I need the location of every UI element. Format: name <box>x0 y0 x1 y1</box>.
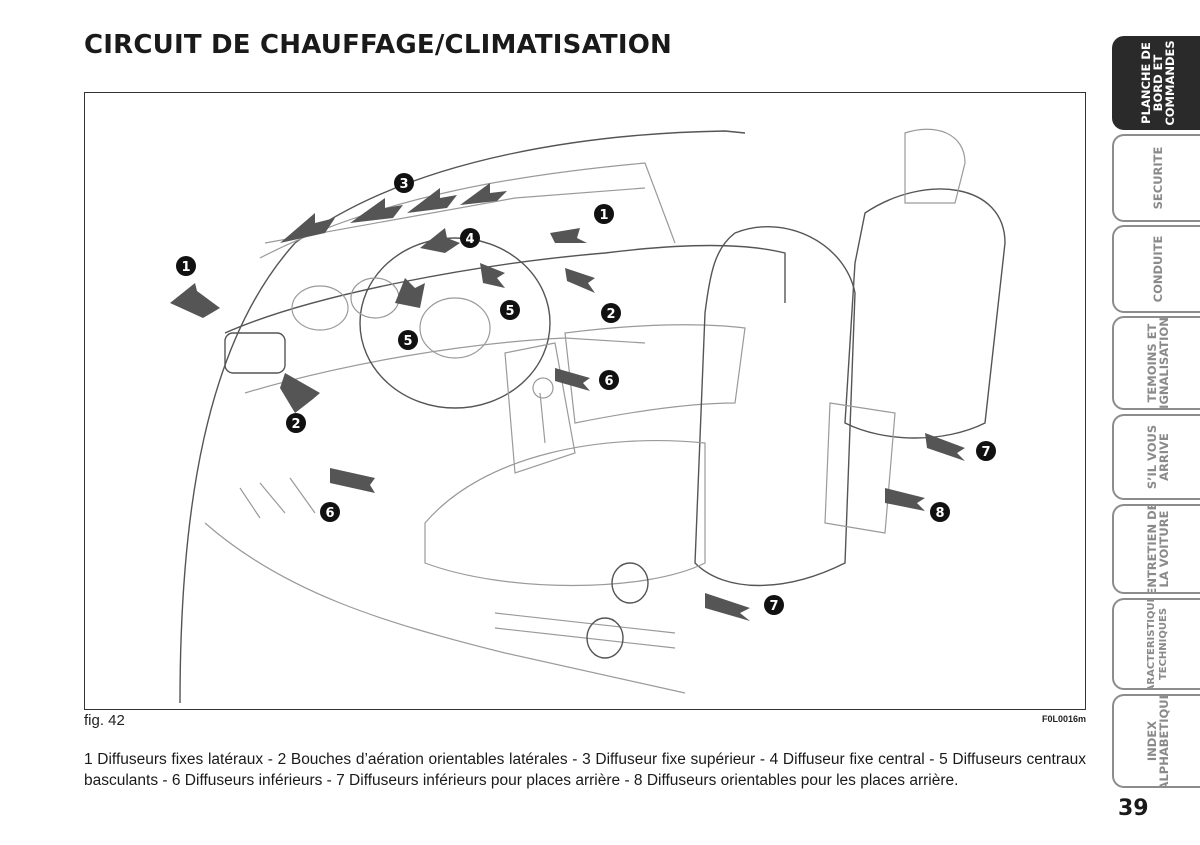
arrow-central-right <box>480 263 505 288</box>
steering-hub <box>419 297 491 359</box>
callout-6-left: 6 <box>320 502 340 522</box>
callout-5-left: 5 <box>398 330 418 350</box>
glovebox <box>564 324 746 424</box>
arrow-left-lower <box>280 373 320 413</box>
tab-temoins[interactable]: TEMOINS ET SIGNALISATIONS <box>1112 316 1200 410</box>
svg-text:3: 3 <box>399 177 408 192</box>
callout-8: 8 <box>930 502 950 522</box>
rear-console <box>824 402 896 534</box>
svg-text:7: 7 <box>981 445 990 460</box>
tab-label: PLANCHE DE BORD ET COMMANDES <box>1139 40 1177 126</box>
svg-text:2: 2 <box>291 417 300 432</box>
gauge-left <box>291 285 349 331</box>
figure-caption: fig. 42 <box>84 712 125 729</box>
page-title: CIRCUIT DE CHAUFFAGE/CLIMATISATION <box>84 30 672 60</box>
arrow-floor-front <box>330 468 375 493</box>
left-side-vent <box>224 332 286 374</box>
callout-2-right: 2 <box>601 303 621 323</box>
tab-sil-vous-arrive[interactable]: S’IL VOUS ARRIVE <box>1112 414 1200 500</box>
figure-illustration: 1 1 2 2 3 4 5 5 6 6 7 7 8 <box>84 92 1086 710</box>
svg-text:6: 6 <box>604 374 613 389</box>
gauge-right <box>350 277 400 319</box>
callout-7-lower: 7 <box>764 595 784 615</box>
callout-4: 4 <box>460 228 480 248</box>
tab-label: TEMOINS ET SIGNALISATIONS <box>1145 316 1171 410</box>
tab-entretien[interactable]: ENTRETIEN DE LA VOITURE <box>1112 504 1200 594</box>
page-number: 39 <box>1118 796 1149 821</box>
front-seat-cushion <box>424 439 706 587</box>
rear-headrest <box>904 128 966 204</box>
arrow-floor-passenger <box>555 368 590 391</box>
seat-knob <box>611 562 649 604</box>
figure-legend: 1 Diffuseurs fixes latéraux - 2 Bouches … <box>84 751 1086 789</box>
seat-rail <box>494 612 676 649</box>
arrow-defrost-4 <box>460 183 507 205</box>
svg-text:4: 4 <box>465 232 474 247</box>
seat-knob-lower <box>586 617 624 659</box>
tab-index[interactable]: INDEX ALPHABETIQUE <box>1112 694 1200 788</box>
callout-1-right: 1 <box>594 204 614 224</box>
arrow-defrost-2 <box>350 198 403 223</box>
callout-6-right: 6 <box>599 370 619 390</box>
tab-caracteristiques[interactable]: CARACTERISTIQUES TECHNIQUES <box>1112 598 1200 690</box>
tab-label: INDEX ALPHABETIQUE <box>1145 694 1171 788</box>
arrow-right-lower <box>565 268 595 293</box>
door-frame <box>179 130 746 704</box>
arrow-right-side <box>550 228 587 243</box>
svg-text:5: 5 <box>505 304 514 319</box>
airflow-arrows <box>170 183 965 621</box>
arrow-rear-vent <box>885 488 925 511</box>
arrow-defrost-3 <box>407 188 457 213</box>
dashboard <box>224 244 786 334</box>
svg-text:2: 2 <box>606 307 615 322</box>
front-seat-back <box>694 226 856 587</box>
arrow-rear-floor-2 <box>705 593 750 621</box>
tab-label: CONDUITE <box>1151 235 1165 303</box>
svg-text:6: 6 <box>325 506 334 521</box>
windshield-inner <box>264 187 646 244</box>
arrow-rear-floor-1 <box>925 433 965 461</box>
tab-label: SECURITE <box>1151 146 1165 210</box>
pedals <box>239 477 316 519</box>
car-interior-drawing: 1 1 2 2 3 4 5 5 6 6 7 7 8 <box>170 128 1006 704</box>
callout-7-right: 7 <box>976 441 996 461</box>
svg-text:1: 1 <box>181 260 190 275</box>
arrow-defrost-1 <box>280 213 335 243</box>
tab-label: S’IL VOUS ARRIVE <box>1145 424 1171 490</box>
tab-securite[interactable]: SECURITE <box>1112 134 1200 222</box>
arrow-left-side <box>170 283 220 318</box>
arrow-central-up <box>420 228 460 253</box>
svg-text:7: 7 <box>769 599 778 614</box>
callout-2-left: 2 <box>286 413 306 433</box>
tab-label: ENTRETIEN DE LA VOITURE <box>1145 504 1171 594</box>
floor <box>204 522 686 694</box>
tab-planche-de-bord[interactable]: PLANCHE DE BORD ET COMMANDES <box>1112 36 1200 130</box>
svg-text:1: 1 <box>599 208 608 223</box>
svg-text:8: 8 <box>935 506 944 521</box>
figure-code: F0L0016m <box>1041 714 1086 724</box>
arrow-central-left <box>395 278 425 308</box>
callout-1-left: 1 <box>176 256 196 276</box>
gear-lever <box>532 377 554 444</box>
center-console <box>504 342 576 474</box>
tab-conduite[interactable]: CONDUITE <box>1112 225 1200 313</box>
steering-wheel <box>359 237 551 409</box>
callout-5-right: 5 <box>500 300 520 320</box>
tab-label: CARACTERISTIQUES TECHNIQUES <box>1146 598 1169 690</box>
callout-3: 3 <box>394 173 414 193</box>
rear-seat <box>844 188 1006 439</box>
svg-text:5: 5 <box>403 334 412 349</box>
